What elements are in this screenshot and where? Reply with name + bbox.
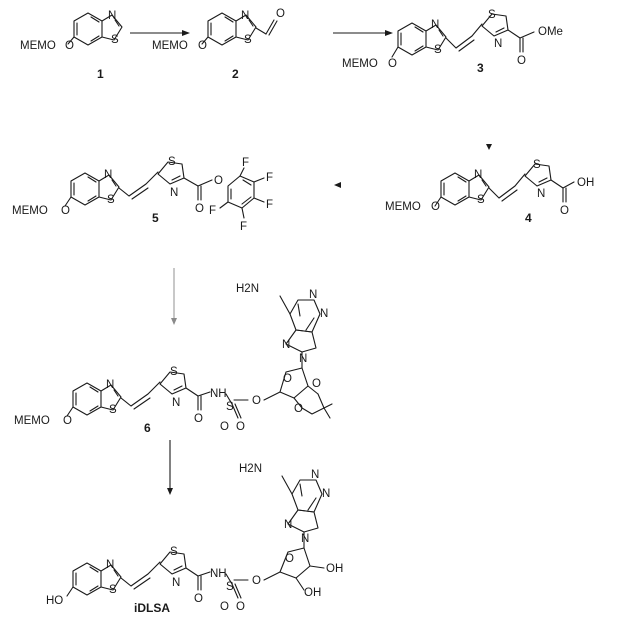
reaction-arrow	[167, 440, 173, 495]
atom-label: N	[474, 169, 482, 181]
compound-5: MEMO O N S S N O O F F F F F 5	[12, 156, 273, 233]
amine-label: H2N	[236, 283, 259, 295]
atom-label: S	[477, 194, 485, 206]
atom-label: N	[301, 533, 309, 545]
atom-label: S	[533, 159, 541, 171]
atom-label: O	[194, 413, 203, 425]
atom-label: O	[312, 378, 321, 390]
atom-label: N	[108, 10, 116, 22]
atom-label: O	[220, 421, 229, 433]
atom-label: F	[266, 199, 273, 211]
compound-number: 4	[525, 211, 532, 225]
substituent-label: HO	[46, 595, 63, 607]
compound-2: MEMO O N S O 2	[152, 8, 285, 81]
atom-label: O	[65, 40, 74, 52]
atom-label: O	[283, 373, 292, 385]
atom-label: O	[63, 415, 72, 427]
atom-label: S	[109, 404, 117, 416]
atom-label: S	[170, 546, 178, 558]
atom-label: F	[209, 205, 216, 217]
atom-label: O	[236, 601, 245, 613]
atom-label: N	[322, 488, 330, 500]
atom-label: S	[111, 34, 119, 46]
compound-3: MEMO O N S S N O OMe 3	[342, 9, 563, 75]
atom-label: F	[240, 221, 247, 233]
atom-label: O	[198, 40, 207, 52]
reaction-arrow	[334, 182, 341, 188]
atom-label: O	[285, 553, 294, 565]
atom-label: N	[431, 19, 439, 31]
atom-label: N	[299, 353, 307, 365]
atom-label: O	[194, 593, 203, 605]
atom-label: O	[236, 421, 245, 433]
atom-label: O	[252, 575, 261, 587]
compound-number: 6	[144, 421, 151, 435]
substituent-label: MEMO	[14, 415, 50, 427]
compound-number: iDLSA	[134, 601, 170, 615]
atom-label: N	[537, 188, 545, 200]
atom-label: N	[320, 308, 328, 320]
compound-1: MEMO O N S 1	[20, 10, 123, 81]
atom-label: N	[104, 169, 112, 181]
hydroxyl-label: OH	[326, 563, 343, 575]
atom-label: O	[388, 58, 397, 70]
atom-label: O	[294, 403, 303, 415]
atom-label: O	[252, 395, 261, 407]
atom-label: S	[488, 9, 496, 21]
atom-label: N	[106, 559, 114, 571]
atom-label: N	[282, 339, 290, 351]
atom-label: S	[226, 401, 234, 413]
atom-label: S	[226, 581, 234, 593]
atom-label: O	[195, 203, 204, 215]
atom-label: N	[309, 289, 317, 301]
atom-label: O	[61, 205, 70, 217]
atom-label: N	[494, 38, 502, 50]
compound-idlsa: HO N S S N O NH S O O O O OH OH N N N N …	[46, 463, 343, 615]
reaction-arrow	[130, 30, 190, 36]
reaction-arrow	[171, 268, 177, 325]
atom-label: S	[109, 584, 117, 596]
atom-label: NH	[210, 388, 227, 400]
atom-label: F	[242, 157, 249, 169]
substituent-label: MEMO	[12, 205, 48, 217]
atom-label: O	[431, 201, 440, 213]
compound-number: 3	[477, 61, 484, 75]
atom-label: N	[172, 577, 180, 589]
hydroxyl-label: OH	[304, 587, 321, 599]
atom-label: S	[107, 194, 115, 206]
compound-4: MEMO O N S S N O OH 4	[385, 159, 594, 225]
atom-label: N	[241, 10, 249, 22]
substituent-label: MEMO	[20, 40, 56, 52]
atom-label: O	[560, 205, 569, 217]
atom-label: N	[311, 469, 319, 481]
compound-number: 2	[232, 67, 239, 81]
atom-label: O	[276, 8, 285, 20]
atom-label: N	[172, 397, 180, 409]
substituent-label: MEMO	[385, 201, 421, 213]
atom-label: F	[266, 172, 273, 184]
atom-label: NH	[210, 568, 227, 580]
atom-label: O	[214, 175, 223, 187]
substituent-label: MEMO	[342, 58, 378, 70]
amine-label: H2N	[239, 463, 262, 475]
substituent-label: MEMO	[152, 40, 188, 52]
atom-label: N	[284, 519, 292, 531]
compound-6: MEMO O N S S N O NH S O O O O O O N N N …	[14, 283, 333, 435]
atom-label: O	[220, 601, 229, 613]
atom-label: S	[244, 34, 252, 46]
compound-number: 1	[97, 67, 104, 81]
atom-label: N	[106, 379, 114, 391]
atom-label: S	[168, 156, 176, 168]
ester-label: OMe	[538, 26, 563, 38]
reaction-arrow	[486, 144, 492, 150]
atom-label: O	[517, 55, 526, 67]
atom-label: N	[170, 187, 178, 199]
atom-label: S	[170, 366, 178, 378]
compound-number: 5	[152, 211, 159, 225]
atom-label: S	[434, 44, 442, 56]
reaction-arrow	[333, 30, 393, 36]
acid-label: OH	[577, 177, 594, 189]
